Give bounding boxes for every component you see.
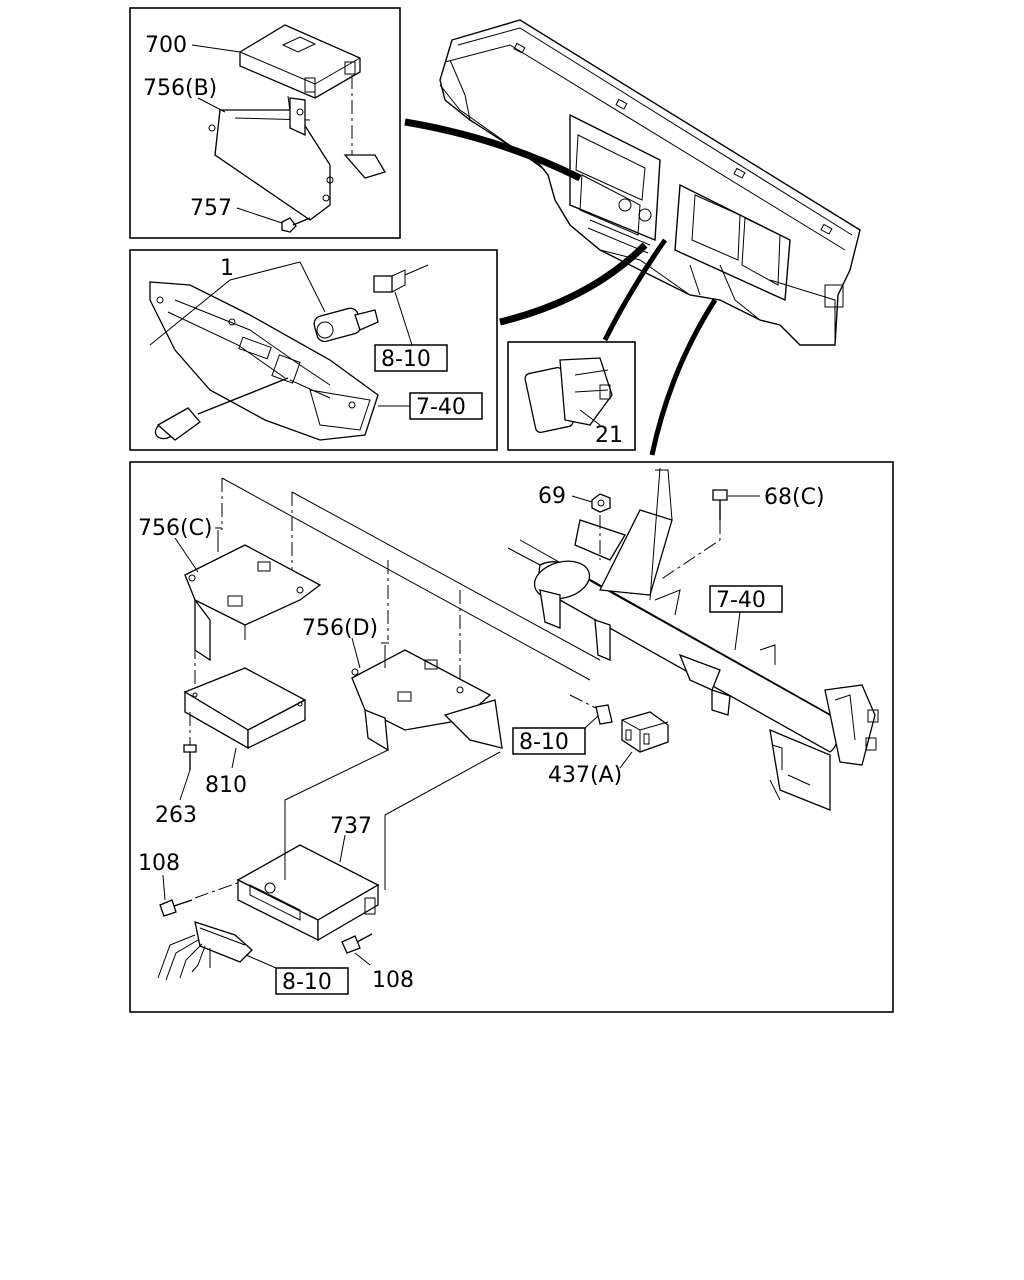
switch-panel xyxy=(149,281,379,441)
svg-text:8-10: 8-10 xyxy=(381,347,431,372)
module-700 xyxy=(239,24,361,99)
screw-263 xyxy=(183,744,197,770)
callout-700: 700 xyxy=(145,33,187,58)
ref-box-8-10-middle: 8-10 xyxy=(512,727,586,755)
svg-text:7-40: 7-40 xyxy=(416,395,466,420)
inset-frame-knob xyxy=(507,341,636,451)
callout-69: 69 xyxy=(538,484,566,509)
connector-stroke-main xyxy=(649,298,718,456)
ref-box-7-40-bottom: 7-40 xyxy=(709,585,783,613)
knob-part xyxy=(154,377,289,441)
bracket-756c xyxy=(184,527,322,662)
knob-part-21 xyxy=(524,357,613,434)
callout-108-right: 108 xyxy=(372,968,414,993)
relay-connector xyxy=(569,694,613,725)
connector-stroke-knob xyxy=(602,238,668,342)
nut-69 xyxy=(591,493,611,513)
ref-box-8-10-top: 8-10 xyxy=(374,344,448,372)
inset-frame-module xyxy=(129,7,401,239)
connector-stroke-module xyxy=(404,118,582,182)
dashboard-overview xyxy=(439,19,861,346)
callout-68c: 68(C) xyxy=(764,485,825,510)
callout-21: 21 xyxy=(595,423,623,448)
callout-756b: 756(B) xyxy=(143,76,217,101)
callout-437a: 437(A) xyxy=(548,763,622,788)
callout-1: 1 xyxy=(220,256,234,281)
inset-frame-switch xyxy=(129,249,498,451)
bracket-756d xyxy=(351,642,503,752)
callout-756c: 756(C) xyxy=(138,516,213,541)
module-737 xyxy=(236,844,380,942)
crossmember-7-40 xyxy=(507,467,879,811)
svg-text:8-10: 8-10 xyxy=(282,970,332,995)
connector-stroke-switch xyxy=(499,242,648,326)
main-frame-crossmember xyxy=(129,461,894,1013)
connector-8-10-top xyxy=(373,264,429,293)
bolt-108-left xyxy=(159,899,193,917)
bolt-108-right xyxy=(341,933,373,954)
svg-text:8-10: 8-10 xyxy=(519,730,569,755)
callout-737: 737 xyxy=(330,814,372,839)
svg-text:7-40: 7-40 xyxy=(716,588,766,613)
callout-756d: 756(D) xyxy=(302,616,378,641)
callout-263: 263 xyxy=(155,803,197,828)
callout-108-left: 108 xyxy=(138,851,180,876)
bolt-68c xyxy=(712,489,728,520)
callout-757: 757 xyxy=(190,196,232,221)
callout-810: 810 xyxy=(205,773,247,798)
relay-437a xyxy=(621,711,669,753)
screw-757 xyxy=(281,217,311,233)
harness-connector xyxy=(157,921,253,981)
module-810 xyxy=(183,667,307,750)
bracket-756b xyxy=(208,97,386,221)
ref-box-8-10-bottom: 8-10 xyxy=(275,967,349,995)
switch-part-1 xyxy=(313,307,379,343)
ref-box-7-40-middle: 7-40 xyxy=(409,392,483,420)
